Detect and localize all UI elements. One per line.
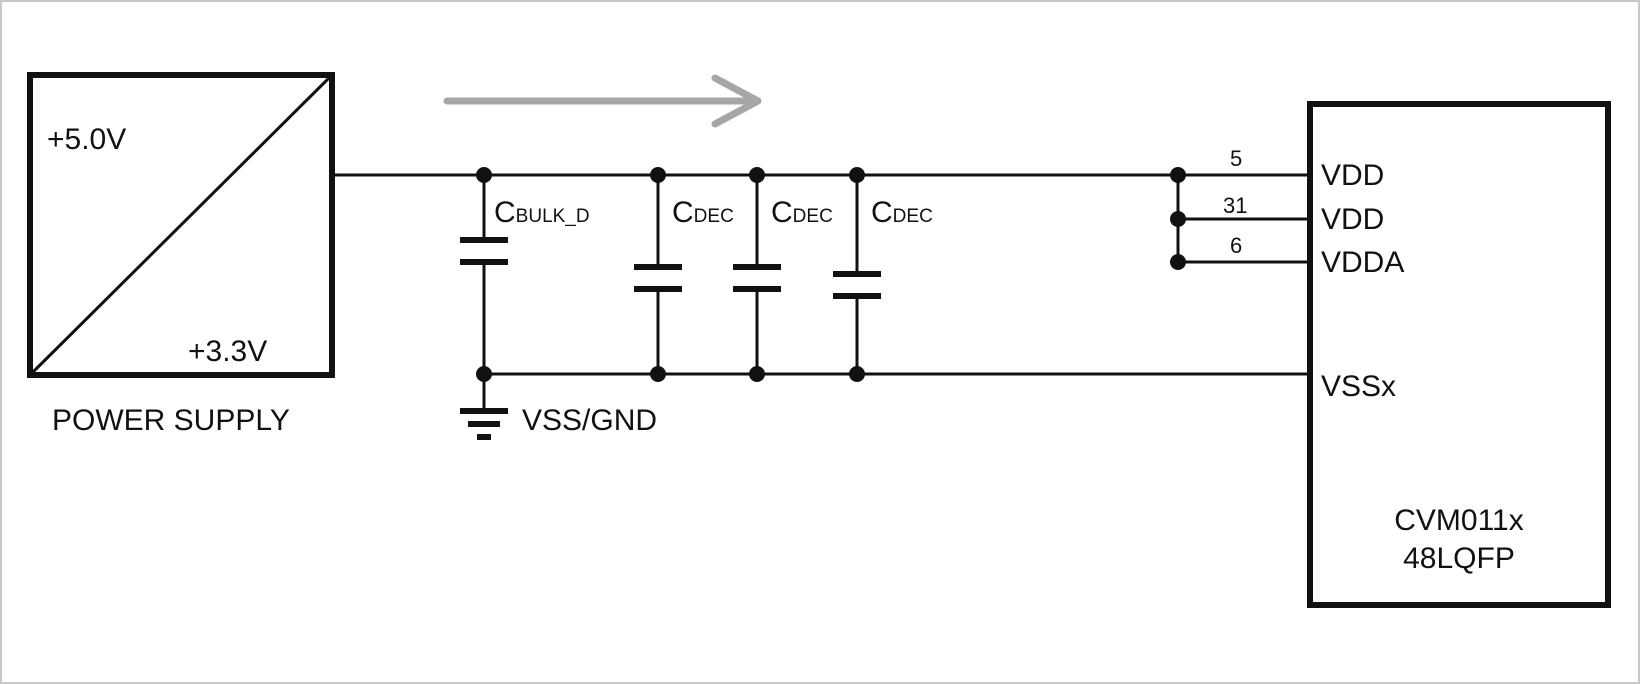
capacitor-label: CBULK_D xyxy=(494,196,590,229)
capacitor-label: CDEC xyxy=(871,196,933,229)
capacitor-label: CDEC xyxy=(672,196,734,229)
ground-label: VSS/GND xyxy=(522,404,657,437)
junction-dot xyxy=(1170,167,1186,183)
pin-bus: 5 31 6 xyxy=(1170,146,1310,270)
pin-name: VDD xyxy=(1321,159,1384,192)
capacitor-decoupling-1: CDEC xyxy=(634,167,734,382)
junction-dot xyxy=(849,366,865,382)
capacitor-bulk: CBULK_D xyxy=(460,167,590,382)
chip-package: 48LQFP xyxy=(1403,542,1515,575)
capacitor-label: CDEC xyxy=(771,196,833,229)
power-supply-label: POWER SUPPLY xyxy=(52,404,290,437)
pin-name: VDD xyxy=(1321,203,1384,236)
junction-dot xyxy=(1170,211,1186,227)
junction-dot xyxy=(650,167,666,183)
input-voltage-label: +5.0V xyxy=(47,123,126,156)
junction-dot xyxy=(476,167,492,183)
capacitor-decoupling-2: CDEC xyxy=(733,167,833,382)
junction-dot xyxy=(749,366,765,382)
ground-symbol: VSS/GND xyxy=(460,374,657,440)
junction-dot xyxy=(1170,254,1186,270)
power-supply-block: +5.0V +3.3V POWER SUPPLY xyxy=(27,72,335,437)
pin-number: 6 xyxy=(1230,233,1242,258)
chip-part-name: CVM011x xyxy=(1394,504,1524,537)
current-flow-arrow xyxy=(443,74,762,128)
junction-dot xyxy=(749,167,765,183)
capacitor-decoupling-3: CDEC xyxy=(833,167,933,382)
pin-name: VSSx xyxy=(1321,370,1396,403)
junction-dot xyxy=(650,366,666,382)
chip-block: VDD VDD VDDA VSSx CVM011x 48LQFP xyxy=(1307,101,1611,608)
pin-number: 31 xyxy=(1223,193,1247,218)
junction-dot xyxy=(849,167,865,183)
pin-number: 5 xyxy=(1230,146,1242,171)
pin-name: VDDA xyxy=(1321,246,1404,279)
output-voltage-label: +3.3V xyxy=(188,335,267,368)
